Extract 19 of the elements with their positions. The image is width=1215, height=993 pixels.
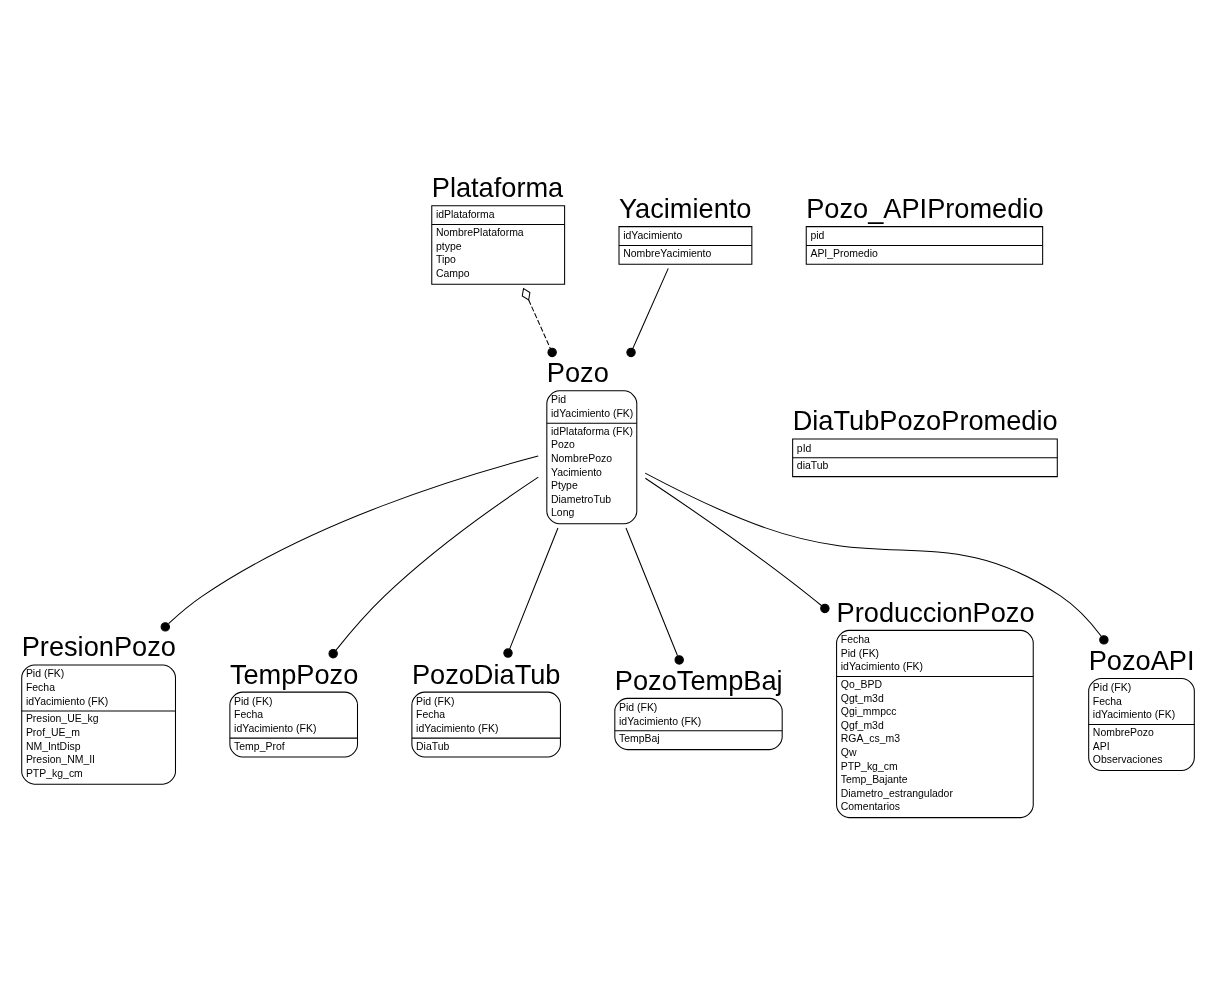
node-label: Plataforma bbox=[431, 172, 564, 204]
node-label: PresionPozo bbox=[21, 631, 176, 663]
connector bbox=[503, 527, 559, 658]
node-label: ProduccionPozo bbox=[836, 596, 1035, 628]
node-label: Yacimiento bbox=[619, 193, 752, 225]
connector bbox=[160, 455, 539, 632]
node-label: Pozo_APIPromedio bbox=[806, 193, 1044, 225]
connector bbox=[521, 287, 557, 358]
node-label: Pozo bbox=[546, 357, 609, 389]
node-label: PozoAPI bbox=[1088, 644, 1195, 676]
connector bbox=[644, 472, 1109, 645]
connector bbox=[644, 477, 830, 614]
node-label: PozoDiaTub bbox=[411, 658, 561, 690]
node-label: TempPozo bbox=[229, 658, 359, 690]
node-label: DiaTubPozoPromedio bbox=[792, 405, 1058, 437]
connector bbox=[625, 527, 684, 665]
connector bbox=[626, 267, 669, 358]
node-label: PozoTempBaj bbox=[614, 664, 783, 696]
connector bbox=[328, 476, 539, 659]
